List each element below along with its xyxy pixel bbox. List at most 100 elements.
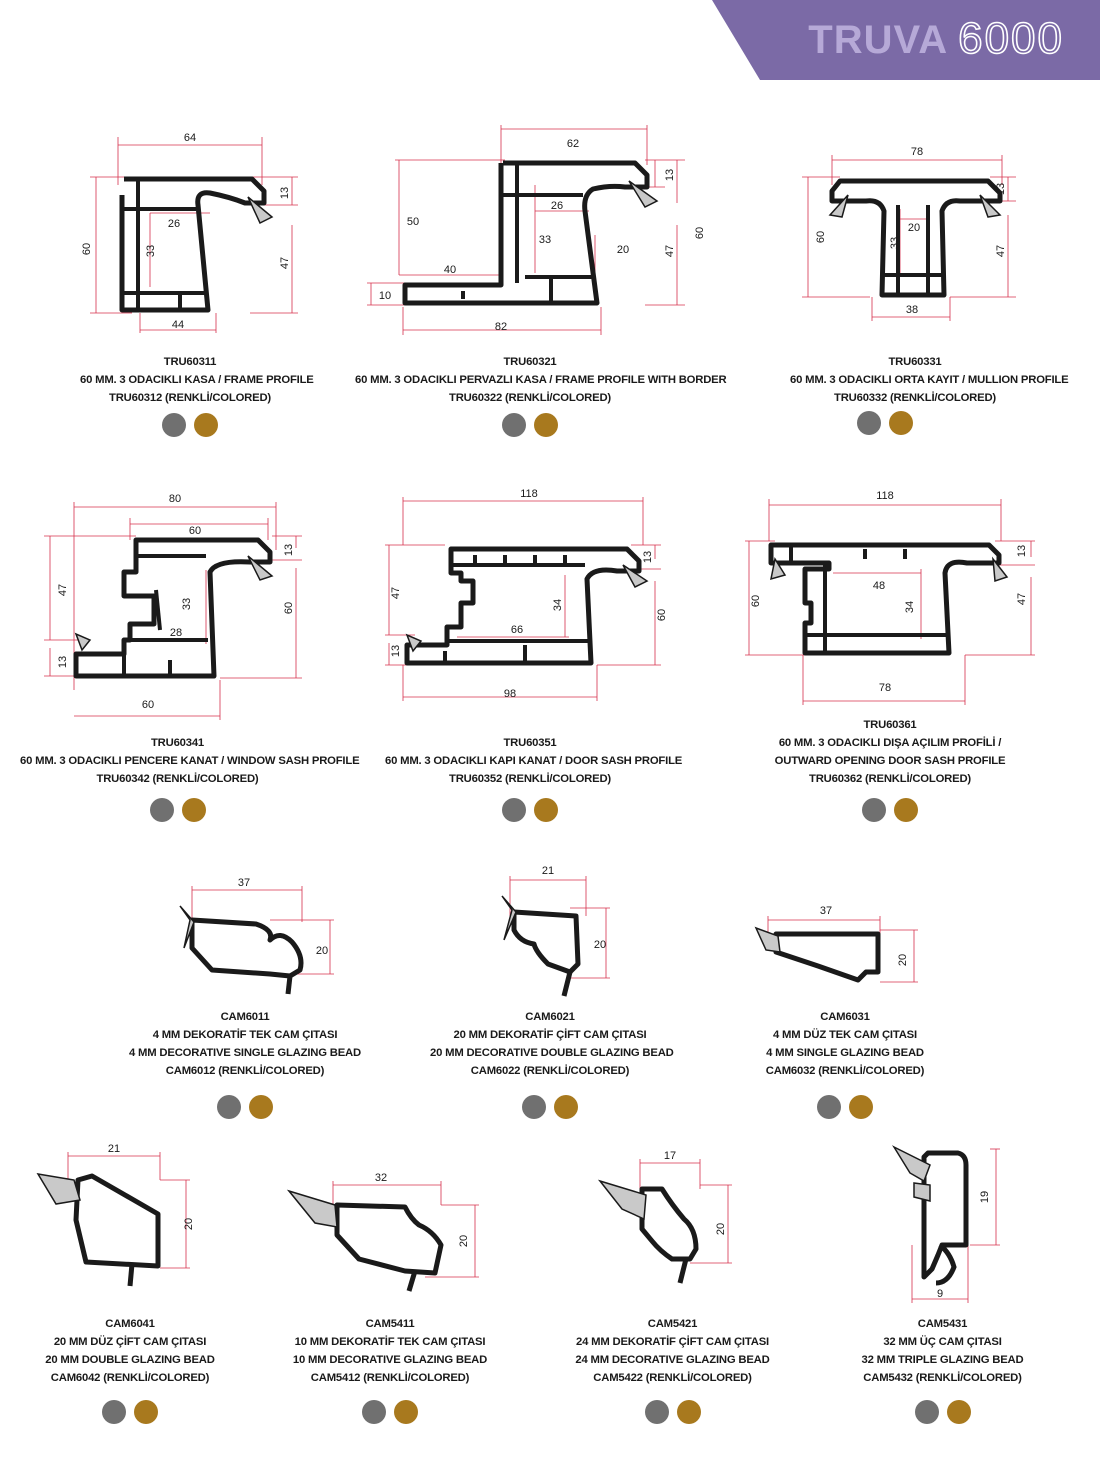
colored-code: TRU60342 (RENKLİ/COLORED)	[96, 773, 259, 785]
dim-b: 33	[889, 237, 901, 249]
dim-b: 33	[181, 598, 193, 610]
grey-swatch	[362, 1400, 386, 1424]
dim-height: 19	[979, 1191, 991, 1203]
dim-d: 47	[279, 257, 291, 269]
colored-code: CAM6022 (RENKLİ/COLORED)	[470, 1065, 630, 1077]
brand-model: 6000	[957, 13, 1064, 64]
grey-swatch	[914, 1400, 939, 1424]
code: TRU60331	[888, 356, 942, 368]
dim-j: 20	[617, 244, 629, 256]
dim-height: 47	[57, 584, 69, 596]
grey-swatch	[857, 411, 881, 435]
dim-height: 20	[316, 945, 328, 957]
colored-code: CAM5422 (RENKLİ/COLORED)	[593, 1372, 752, 1384]
bead-cam5421: 17 20 CAM5421 24 MM DEKORATİF ÇİFT CAM Ç…	[560, 1145, 785, 1435]
colored-code: TRU60362 (RENKLİ/COLORED)	[809, 773, 971, 785]
dim-height: 60	[815, 231, 827, 243]
dim-e: 98	[504, 688, 516, 700]
description-tr: 4 MM DÜZ TEK CAM ÇITASI	[773, 1029, 917, 1041]
profile-tru60351: 118 47 66 34 13 60 98 13 TRU60351 60 MM.…	[385, 485, 683, 825]
caption: CAM5411 10 MM DEKORATİF TEK CAM ÇITASI 1…	[275, 1315, 505, 1387]
caption: TRU60351 60 MM. 3 ODACIKLI KAPI KANAT / …	[385, 734, 683, 788]
dim-a: 66	[511, 624, 523, 636]
color-options	[355, 413, 705, 437]
dim-a: 20	[908, 222, 920, 234]
dim-height: 60	[81, 243, 93, 255]
code: CAM5411	[365, 1318, 415, 1330]
dim-d: 47	[995, 245, 1007, 257]
caption: TRU60331 60 MM. 3 ODACIKLI ORTA KAYIT / …	[790, 353, 1069, 407]
dim-width: 78	[911, 146, 923, 158]
dim-b: 34	[904, 601, 916, 613]
description-en: 4 MM SINGLE GLAZING BEAD	[766, 1047, 924, 1059]
bead-drawing: 21 20	[501, 865, 610, 997]
grey-swatch	[644, 1400, 669, 1424]
colored-swatch	[194, 413, 218, 437]
dim-b: 33	[145, 245, 157, 257]
code: CAM6011	[220, 1011, 270, 1023]
dim-height: 20	[183, 1218, 195, 1230]
caption: CAM6031 4 MM DÜZ TEK CAM ÇITASI 4 MM SIN…	[730, 1008, 960, 1080]
description-tr: 10 MM DEKORATİF TEK CAM ÇITASI	[294, 1336, 486, 1348]
dim-width: 21	[108, 1143, 120, 1155]
colored-code: CAM6012 (RENKLİ/COLORED)	[165, 1065, 325, 1077]
profile-drawing: 64 60 26 33 13 47 44	[81, 132, 298, 333]
profile-tru60361: 118 60 48 34 13 47 78 TRU60361 60 MM. 3 …	[745, 485, 1035, 825]
dim-d: 47	[664, 245, 676, 257]
profile-drawing: 80 60 47 28 33 13 60 60 13	[44, 493, 302, 720]
profile-drawing: 62 60 26 33 13 47 82 50 40 10 20	[367, 125, 706, 335]
dim-height: 20	[897, 954, 909, 966]
caption: TRU60321 60 MM. 3 ODACIKLI PERVAZLI KASA…	[355, 353, 727, 407]
description-tr: 20 MM DÜZ ÇİFT CAM ÇITASI	[53, 1336, 207, 1348]
description-tr: 32 MM ÜÇ CAM ÇITASI	[883, 1336, 1002, 1348]
caption: CAM6011 4 MM DEKORATİF TEK CAM ÇITASI 4 …	[120, 1008, 370, 1080]
caption: TRU60311 60 MM. 3 ODACIKLI KASA / FRAME …	[80, 353, 314, 407]
dim-width: 37	[238, 877, 250, 889]
dim-width: 118	[520, 488, 538, 500]
dim-e: 78	[879, 682, 891, 694]
dim-e: 44	[172, 319, 184, 331]
bead-cam6041: 21 20 CAM6041 20 MM DÜZ ÇİFT CAM ÇITASI …	[20, 1140, 240, 1435]
header-banner	[712, 0, 1100, 80]
code: CAM6041	[105, 1318, 155, 1330]
dim-height: 60	[750, 595, 762, 607]
dim-c: 13	[664, 169, 676, 181]
description-en: 10 MM DECORATIVE GLAZING BEAD	[292, 1354, 488, 1366]
code: TRU60341	[150, 737, 205, 749]
dim-e: 60	[142, 699, 154, 711]
bead-drawing: 37 20	[754, 905, 918, 983]
dim-g: 40	[444, 264, 456, 276]
description-tr: 24 MM DEKORATİF ÇİFT CAM ÇITASI	[576, 1336, 769, 1348]
profile-tru60311: 64 60 26 33 13 47 44 TRU60311 60 MM. 3 O…	[80, 125, 314, 440]
color-options	[385, 798, 675, 822]
dim-width: 32	[375, 1172, 387, 1184]
dim-width: 62	[567, 138, 579, 150]
dim-a: 26	[168, 218, 180, 230]
dim-d: 60	[656, 609, 668, 621]
dim-e: 82	[495, 321, 507, 333]
colored-code: CAM5412 (RENKLİ/COLORED)	[310, 1372, 470, 1384]
colored-swatch	[534, 413, 558, 437]
grey-swatch	[102, 1400, 126, 1424]
grey-swatch	[522, 1095, 546, 1119]
colored-swatch	[181, 798, 206, 822]
description-en: 4 MM DECORATIVE SINGLE GLAZING BEAD	[129, 1047, 361, 1059]
description: 60 MM. 3 ODACIKLI KAPI KANAT / DOOR SASH…	[385, 755, 683, 767]
dim-b: 34	[552, 599, 564, 611]
profile-tru60341: 80 60 47 28 33 13 60 60 13 TRU60341 60 M…	[20, 490, 360, 825]
colored-code: CAM6042 (RENKLİ/COLORED)	[50, 1372, 210, 1384]
bead-drawing: 17 20	[597, 1150, 732, 1284]
dim-f: 13	[390, 645, 402, 657]
colored-swatch	[249, 1095, 273, 1119]
color-options	[120, 1095, 370, 1119]
dim-width: 9	[937, 1288, 943, 1300]
brand-name: TRUVA	[808, 18, 949, 62]
colored-swatch	[134, 1400, 158, 1424]
dim-c: 13	[995, 183, 1007, 195]
color-options	[20, 798, 335, 822]
caption: CAM6021 20 MM DEKORATİF ÇİFT CAM ÇITASI …	[430, 1008, 674, 1080]
description: 60 MM. 3 ODACIKLI KASA / FRAME PROFILE	[80, 374, 314, 386]
description-en: 24 MM DECORATIVE GLAZING BEAD	[575, 1354, 770, 1366]
bead-drawing: 32 20	[286, 1172, 479, 1292]
dim-f: 13	[57, 656, 69, 668]
